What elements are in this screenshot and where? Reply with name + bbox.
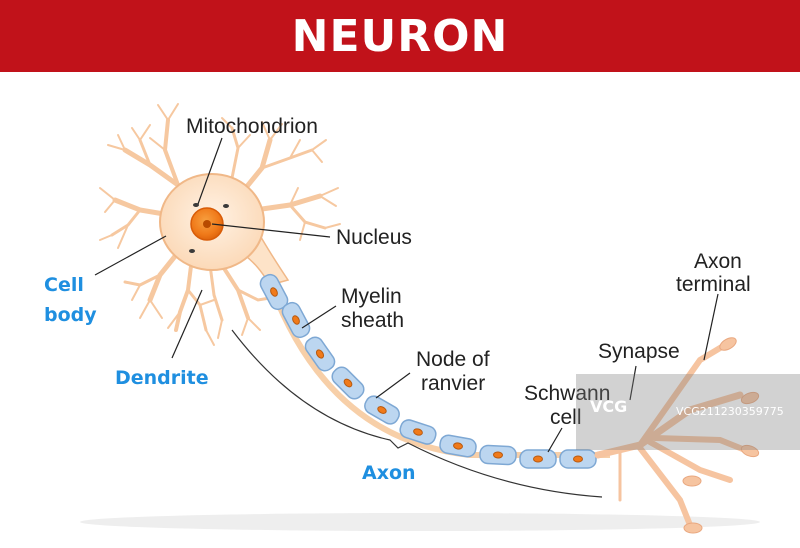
- label-node-line1: Node of: [416, 348, 490, 371]
- synaptic-knobs: [682, 337, 760, 534]
- myelin-segment: [304, 336, 336, 372]
- label-axon-terminal-line2: terminal: [676, 273, 751, 296]
- label-synapse: Synapse: [598, 340, 680, 363]
- watermark-id: VCG211230359775: [676, 405, 784, 418]
- myelin-segment: [479, 444, 517, 466]
- floor-shadow: [80, 513, 760, 531]
- myelin-segment: [559, 449, 597, 469]
- watermark: VCG VCG211230359775: [576, 374, 800, 450]
- myelin-segment: [259, 273, 289, 311]
- label-nucleus: Nucleus: [336, 226, 412, 249]
- watermark-logo: VCG: [590, 397, 627, 416]
- label-schwann-line2: cell: [550, 406, 582, 429]
- label-myelin-line1: Myelin: [341, 285, 402, 308]
- title-banner: NEURON: [0, 0, 800, 72]
- myelin-segment: [519, 449, 557, 469]
- mitochondria: [189, 203, 229, 253]
- label-axon-terminal-line1: Axon: [694, 250, 742, 273]
- myelin-segment: [281, 301, 311, 339]
- myelin-segment: [364, 395, 400, 425]
- axon-bracket: [231, 329, 603, 498]
- label-axon: Axon: [362, 462, 416, 484]
- label-schwann-line1: Schwann: [524, 382, 610, 405]
- leader-lines: [94, 137, 719, 453]
- label-cell-body-line1: Cell: [44, 274, 84, 296]
- label-mitochondrion: Mitochondrion: [186, 115, 318, 138]
- label-cell-body-line2: body: [44, 304, 97, 326]
- myelin-segment: [331, 366, 365, 400]
- label-myelin-line2: sheath: [341, 309, 404, 332]
- nucleolus: [203, 220, 211, 228]
- page-title: NEURON: [291, 10, 509, 62]
- label-dendrite: Dendrite: [115, 367, 209, 389]
- myelin-segment: [439, 434, 477, 458]
- label-node-line2: ranvier: [421, 372, 485, 395]
- dendrites: [99, 103, 341, 346]
- axon-terminals: [594, 342, 748, 528]
- myelin-segment: [399, 419, 437, 445]
- myelin-sheath: [259, 273, 597, 469]
